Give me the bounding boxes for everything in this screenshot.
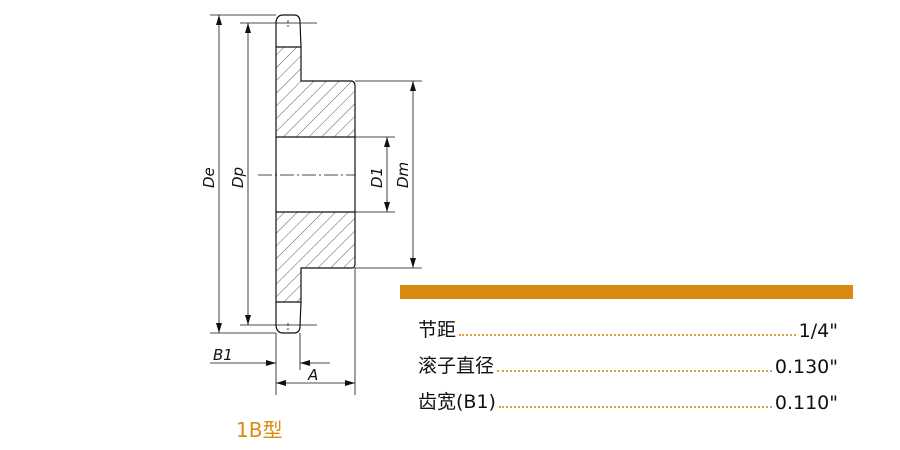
b1-label: B1 — [213, 346, 233, 364]
type-label: 1B型 — [236, 418, 283, 442]
spec-value: 0.130" — [774, 356, 838, 378]
spec-row-pitch: 节距 1/4" — [418, 312, 838, 342]
spec-value: 0.110" — [774, 392, 838, 414]
spec-row-tooth-width: 齿宽(B1) 0.110" — [418, 384, 838, 414]
spec-label: 节距 — [418, 319, 457, 341]
dp-label: Dp — [229, 167, 247, 188]
spec-label: 齿宽(B1) — [418, 391, 496, 413]
dotted-leader — [497, 370, 772, 372]
d1-label: D1 — [368, 167, 386, 188]
a-label: A — [307, 366, 318, 384]
tooth-bottom — [275, 301, 302, 334]
de-label: De — [200, 167, 218, 188]
accent-bar — [400, 285, 853, 299]
dotted-leader — [498, 406, 772, 408]
upper-section — [275, 46, 356, 138]
tooth-top — [275, 14, 302, 48]
spec-row-roller-diameter: 滚子直径 0.130" — [418, 348, 838, 378]
spec-label: 滚子直径 — [418, 355, 495, 377]
lower-section — [275, 211, 356, 303]
spec-value: 1/4" — [798, 320, 838, 342]
dm-label: Dm — [394, 162, 412, 188]
dotted-leader — [459, 334, 796, 336]
